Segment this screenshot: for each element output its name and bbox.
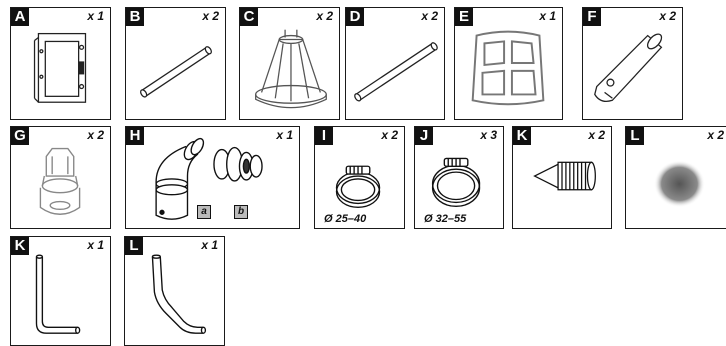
part-quantity: x 2 — [421, 9, 438, 23]
part-letter: A — [11, 8, 29, 26]
part-cell-l-wand: L x 1 — [124, 236, 225, 346]
part-cell-c: C x 2 — [239, 7, 340, 120]
part-quantity: x 2 — [316, 9, 333, 23]
sub-label-b: b — [234, 205, 248, 219]
elbow-and-coupler-illustration — [126, 127, 299, 228]
part-letter: K — [11, 237, 29, 255]
part-cell-d: D x 2 — [345, 7, 445, 120]
part-cell-i: I x 2 Ø 25–40 — [314, 126, 405, 229]
part-quantity: x 1 — [539, 9, 556, 23]
part-letter: F — [583, 8, 601, 26]
part-letter: K — [513, 127, 531, 145]
part-letter: L — [125, 237, 143, 255]
part-cell-k: K x 2 — [512, 126, 612, 229]
part-cell-l: L x 2 — [625, 126, 726, 229]
part-cell-j: J x 3 Ø 32–55 — [414, 126, 504, 229]
part-quantity: x 2 — [707, 128, 724, 142]
part-quantity: x 1 — [87, 238, 104, 252]
part-letter: I — [315, 127, 333, 145]
part-cell-e: E x 1 — [454, 7, 563, 120]
part-letter: E — [455, 8, 473, 26]
part-cell-g: G x 2 — [10, 126, 111, 229]
part-cell-h: a b H x 1 — [125, 126, 300, 229]
sub-label-a: a — [197, 205, 211, 219]
diameter-label: Ø 25–40 — [324, 213, 366, 225]
part-letter: H — [126, 127, 144, 145]
part-cell-b: B x 2 — [125, 7, 226, 120]
part-quantity: x 1 — [87, 9, 104, 23]
part-cell-a: A x 1 — [10, 7, 111, 120]
part-quantity: x 1 — [276, 128, 293, 142]
diameter-label: Ø 32–55 — [424, 213, 466, 225]
part-cell-f: F x 2 — [582, 7, 683, 120]
part-quantity: x 2 — [588, 128, 605, 142]
part-quantity: x 3 — [480, 128, 497, 142]
part-quantity: x 2 — [202, 9, 219, 23]
part-letter: D — [346, 8, 364, 26]
part-letter: J — [415, 127, 433, 145]
part-letter: B — [126, 8, 144, 26]
part-letter: C — [240, 8, 258, 26]
part-letter: L — [626, 127, 644, 145]
part-quantity: x 2 — [381, 128, 398, 142]
part-quantity: x 2 — [659, 9, 676, 23]
part-letter: G — [11, 127, 29, 145]
part-quantity: x 2 — [87, 128, 104, 142]
part-quantity: x 1 — [201, 238, 218, 252]
part-cell-k-wand: K x 1 — [10, 236, 111, 346]
